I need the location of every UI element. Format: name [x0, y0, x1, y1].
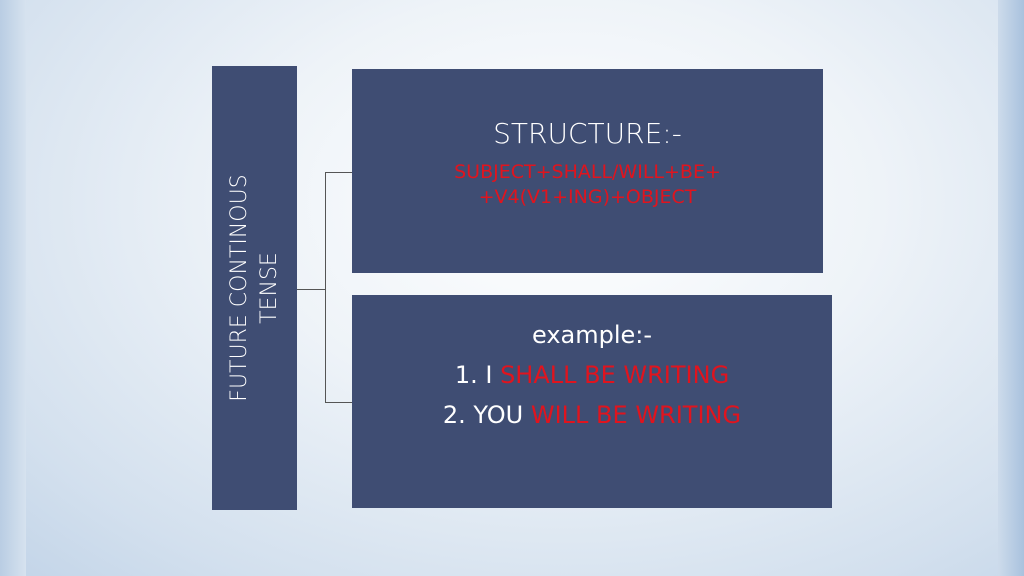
example-highlight: WILL BE WRITING	[530, 401, 742, 429]
structure-box: STRUCTURE:- SUBJECT+SHALL/WILL+BE+ +V4(V…	[352, 69, 823, 273]
structure-heading: STRUCTURE:-	[493, 117, 682, 150]
tense-title: FUTURE CONTINOUS TENSE	[225, 174, 285, 401]
background-edge-left	[0, 0, 26, 576]
example-prefix: 1. I	[454, 361, 501, 389]
connector-line	[325, 402, 352, 403]
tense-title-line-2: TENSE	[256, 252, 282, 324]
background-edge-right	[998, 0, 1024, 576]
example-prefix: 2. YOU	[442, 401, 531, 429]
example-heading: example:-	[531, 321, 653, 349]
example-box: example:- 1. I SHALL BE WRITING 2. YOU W…	[352, 295, 832, 508]
connector-line	[325, 172, 326, 402]
example-item-1: 1. I SHALL BE WRITING	[352, 361, 832, 389]
example-item-2: 2. YOU WILL BE WRITING	[352, 401, 832, 429]
tense-title-box: FUTURE CONTINOUS TENSE	[212, 66, 297, 510]
connector-line	[297, 289, 325, 290]
example-highlight: SHALL BE WRITING	[500, 361, 730, 389]
structure-formula: SUBJECT+SHALL/WILL+BE+ +V4(V1+ING)+OBJEC…	[352, 160, 823, 210]
formula-line-2: +V4(V1+ING)+OBJECT	[478, 186, 697, 208]
tense-title-line-1: FUTURE CONTINOUS	[226, 174, 252, 402]
connector-line	[325, 172, 352, 173]
formula-line-1: SUBJECT+SHALL/WILL+BE+	[454, 161, 721, 183]
